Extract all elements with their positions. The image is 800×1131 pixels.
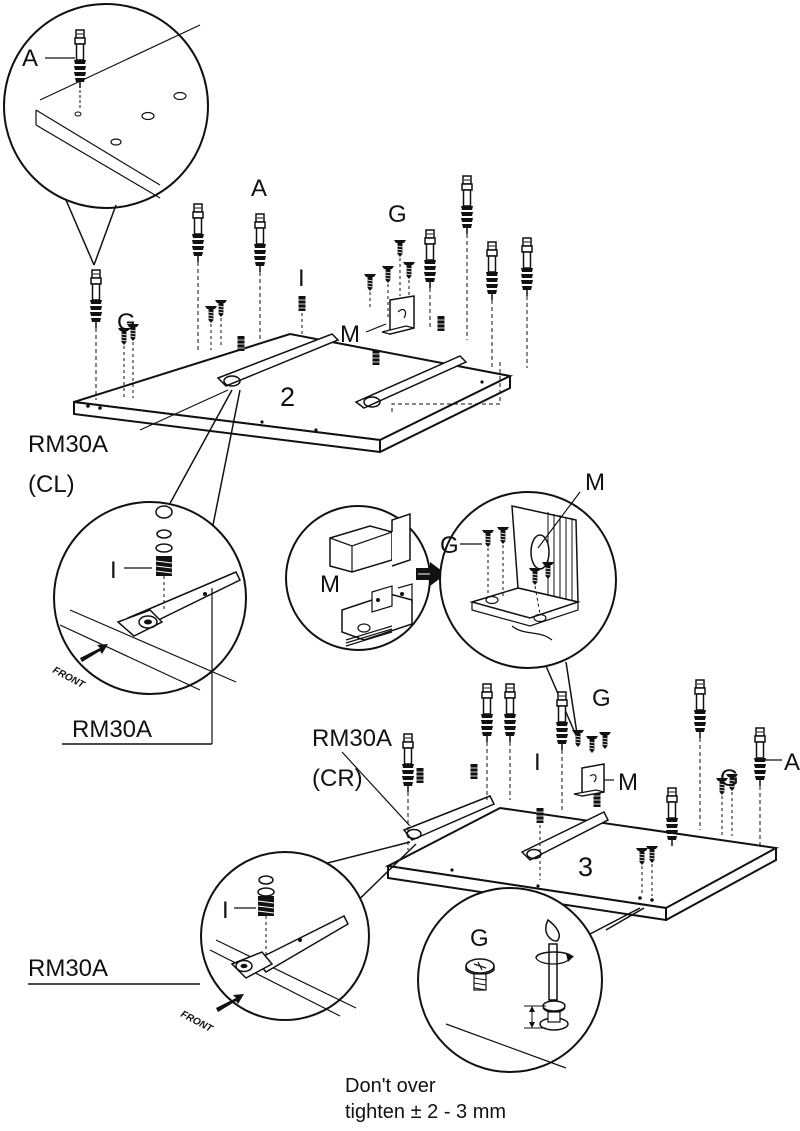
detail-screw-tighten: G bbox=[417, 887, 603, 1073]
part-label-i-step-2: I bbox=[298, 265, 305, 292]
front-arrow-icon bbox=[80, 644, 108, 662]
part-label-m-detail-left: M bbox=[320, 571, 340, 598]
front-label-cr: FRONT bbox=[179, 1009, 215, 1035]
part-label-i-step-3: I bbox=[534, 749, 541, 776]
part-label-g-step-2-right: G bbox=[388, 201, 407, 228]
cam-bolts-step-2 bbox=[89, 175, 534, 400]
detail-bracket-m-assembled: M bbox=[285, 505, 431, 651]
part-label-g-detail-screw: G bbox=[470, 925, 489, 952]
note-line-1: Don't over bbox=[345, 1075, 436, 1097]
screws-step-3 bbox=[416, 729, 739, 896]
cam-bolts-step-3: A bbox=[401, 679, 800, 850]
step-number-3: 3 bbox=[578, 852, 593, 882]
arrow-right-icon bbox=[416, 562, 446, 586]
detail-rail-cl: I FRONT bbox=[51, 501, 247, 695]
part-label-a-step-3: A bbox=[784, 749, 800, 776]
magnifier-pointer bbox=[65, 199, 95, 266]
part-label-i-detail-cr: I bbox=[222, 897, 229, 924]
board-step-2: 2 bbox=[73, 332, 514, 454]
board-step-3: 3 bbox=[384, 795, 780, 922]
rail-label-rm30a-detail-top: RM30A bbox=[72, 716, 152, 743]
part-label-g-step-2-left: G bbox=[117, 309, 136, 336]
magnifier-cam-detail: A bbox=[3, 3, 209, 209]
rail-label-rm30a-cr: RM30A bbox=[312, 725, 392, 752]
detail-rail-cr: I FRONT bbox=[179, 851, 370, 1035]
rail-label-rm30a-detail-bottom: RM30A bbox=[28, 955, 108, 982]
part-label-g-step-3-right: G bbox=[720, 765, 739, 792]
detail-bracket-m-mounting: M G bbox=[439, 469, 617, 669]
part-label-m-step-2: M bbox=[340, 321, 360, 348]
front-label-cl: FRONT bbox=[51, 665, 87, 691]
rail-label-cl: (CL) bbox=[28, 471, 75, 498]
part-label-i-detail-cl: I bbox=[110, 557, 117, 584]
screws-step-2 bbox=[117, 239, 445, 400]
part-label-m-step-3: M bbox=[618, 769, 638, 796]
rail-label-rm30a-cl: RM30A bbox=[28, 431, 108, 458]
note-line-2: tighten ± 2 - 3 mm bbox=[345, 1101, 506, 1123]
part-label-m-detail-right: M bbox=[585, 469, 605, 496]
part-label-g-step-3-top: G bbox=[592, 685, 611, 712]
bracket-m-step-2: M bbox=[340, 295, 415, 348]
part-label-a-magnifier: A bbox=[22, 45, 38, 72]
bracket-m-step-3: M bbox=[573, 763, 638, 797]
part-label-a-step-2: A bbox=[251, 175, 267, 202]
rail-label-cr: (CR) bbox=[312, 765, 363, 792]
part-label-g-detail-bracket: G bbox=[440, 532, 459, 559]
step-number-2: 2 bbox=[280, 382, 295, 412]
front-arrow-icon-cr bbox=[216, 994, 244, 1012]
